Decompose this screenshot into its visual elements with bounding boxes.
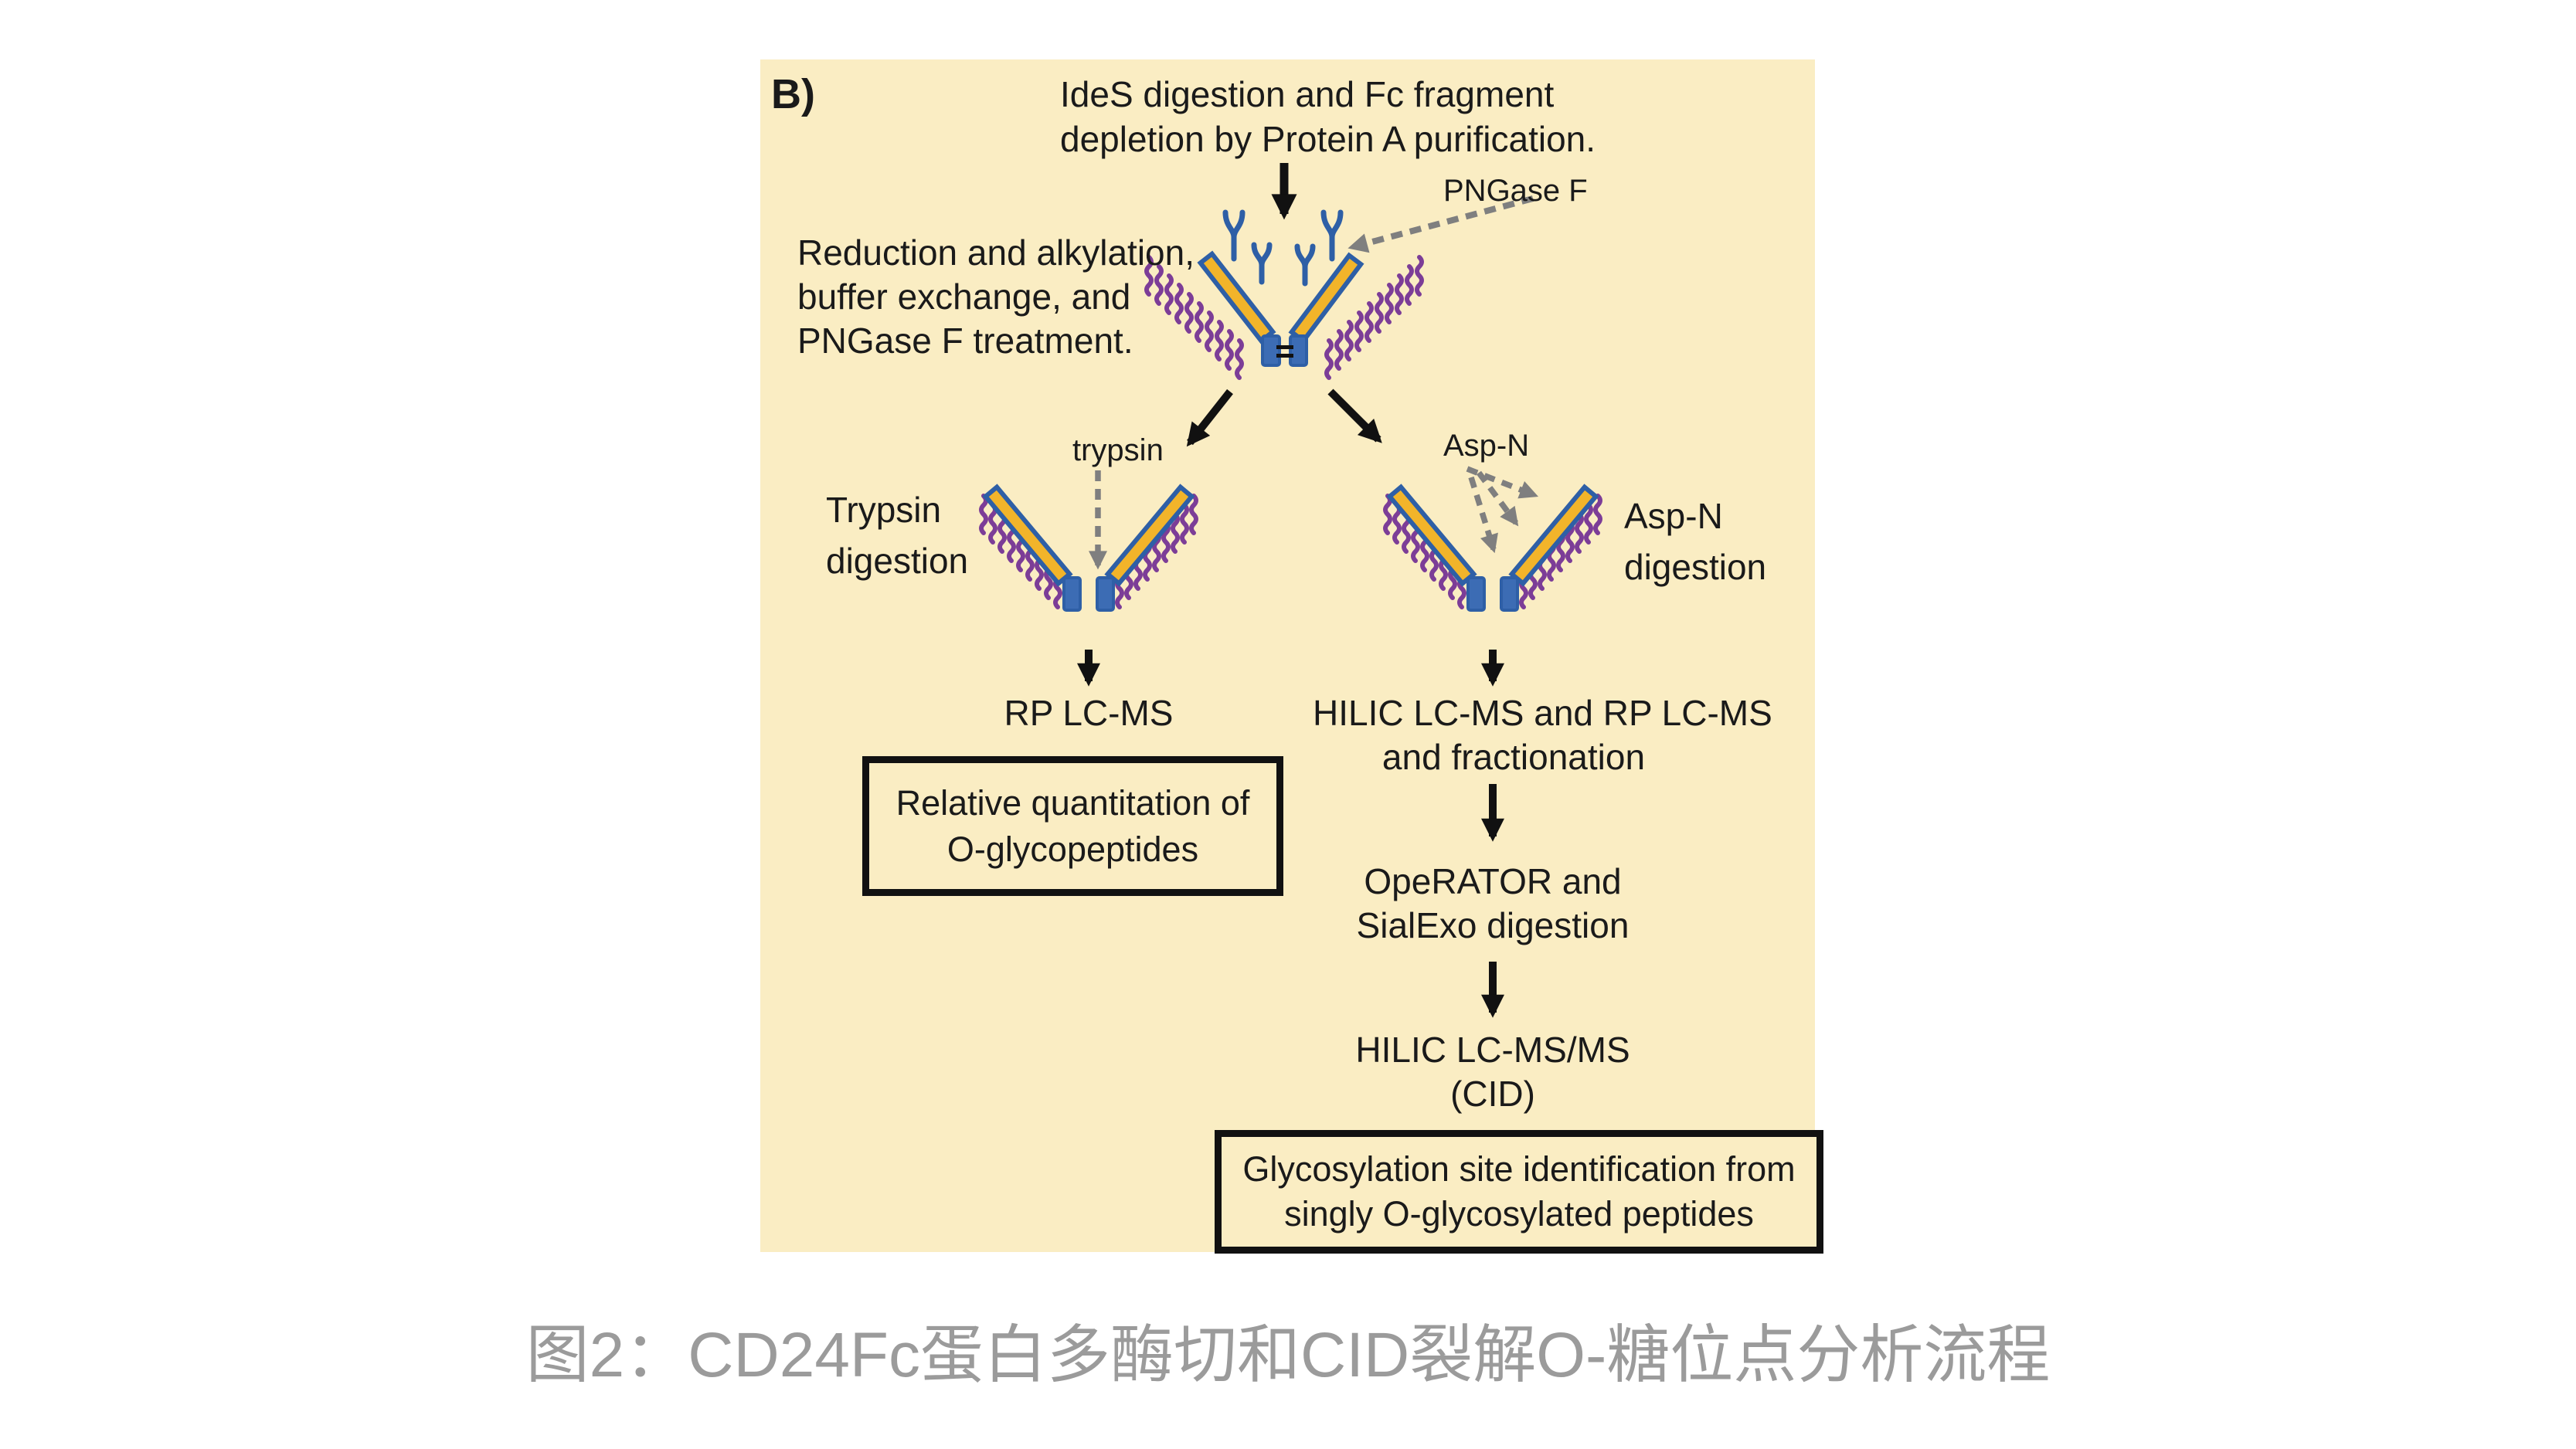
deglycosylated-molecule-right-icon	[1377, 484, 1609, 612]
fab-arms	[1197, 250, 1364, 344]
result-right-line2: singly O-glycosylated peptides	[1284, 1194, 1754, 1234]
o-glycan-squiggles-right	[1521, 496, 1600, 607]
deglycosylated-molecule-left-icon	[973, 484, 1205, 612]
hilic-rp-line1: HILIC LC-MS and RP LC-MS	[1313, 693, 1772, 733]
hinge-stems	[1466, 576, 1519, 612]
panel-label: B)	[771, 71, 815, 117]
result-left-line1: Relative quantitation of	[895, 782, 1250, 823]
step-hilic-lcmsms-cid: HILIC LC-MS/MS (CID)	[1292, 1028, 1694, 1116]
step-ides-line1: IdeS digestion and Fc fragment	[1060, 74, 1555, 114]
reduction-line3: PNGase F treatment.	[797, 321, 1133, 361]
aspn-digestion-line2: digestion	[1624, 547, 1767, 587]
hinge-stems	[1261, 334, 1308, 367]
reduction-line2: buffer exchange, and	[797, 277, 1131, 317]
arrow-aspn-dashed-3	[1468, 476, 1498, 554]
hilic-msms-line2: (CID)	[1450, 1074, 1535, 1114]
trypsin-digestion-line2: digestion	[826, 541, 969, 581]
aspn-digestion-line1: Asp-N	[1624, 496, 1723, 536]
arrow-branch-right	[1327, 389, 1382, 443]
arrow-aspn-dashed-2	[1476, 470, 1519, 527]
n-glycan-trees	[1222, 209, 1344, 287]
fab-arms	[982, 484, 1195, 587]
step-rp-lcms: RP LC-MS	[1004, 693, 1174, 733]
figure-caption: 图2：CD24Fc蛋白多酶切和CID裂解O-糖位点分析流程	[525, 1320, 2051, 1390]
step-reduction-alkylation: Reduction and alkylation, buffer exchang…	[797, 231, 1195, 363]
o-glycan-squiggles-right	[1117, 496, 1196, 607]
hilic-rp-line2: and fractionation	[1381, 737, 1646, 777]
arrow-branch-left	[1186, 389, 1233, 447]
hinge-stems	[1062, 576, 1115, 612]
reduction-line1: Reduction and alkylation,	[797, 232, 1195, 273]
operator-line1: OpeRATOR and	[1364, 861, 1622, 901]
step-ides-digestion: IdeS digestion and Fc fragment depletion…	[1060, 72, 1596, 161]
result-left-line2: O-glycopeptides	[946, 829, 1199, 869]
o-glycan-squiggles-right	[1327, 257, 1422, 378]
step-hilic-rp-lcms: HILIC LC-MS and RP LC-MS and fractionati…	[1313, 691, 1772, 779]
step-operator-sialexo: OpeRATOR and SialExo digestion	[1292, 860, 1694, 948]
trypsin-digestion-line1: Trypsin	[826, 490, 942, 530]
step-ides-line2: depletion by Protein A purification.	[1060, 119, 1596, 159]
result-box-glycosylation-site: Glycosylation site identification from s…	[1215, 1130, 1823, 1254]
disulfide-bond	[1276, 354, 1293, 358]
hilic-msms-line1: HILIC LC-MS/MS	[1355, 1030, 1630, 1070]
figure-panel-b: B) IdeS digestion and Fc fragment deplet…	[760, 59, 1823, 1254]
result-box-relative-quantitation: Relative quantitation of O-glycopeptides	[862, 756, 1283, 896]
trypsin-enzyme-label: trypsin	[1072, 433, 1164, 467]
fab-arms	[1386, 484, 1599, 587]
aspn-enzyme-label: Asp-N	[1443, 429, 1530, 463]
disulfide-bond	[1276, 345, 1293, 349]
o-glycan-squiggles-left	[981, 496, 1060, 607]
o-glycan-squiggles-left	[1385, 496, 1464, 607]
arrow-aspn-dashed-1	[1466, 466, 1539, 499]
operator-line2: SialExo digestion	[1356, 905, 1630, 945]
result-right-line1: Glycosylation site identification from	[1242, 1149, 1796, 1189]
trypsin-digestion-label: Trypsin digestion	[826, 484, 968, 586]
pngasef-enzyme-label: PNGase F	[1443, 174, 1588, 208]
aspn-digestion-label: Asp-N digestion	[1624, 490, 1766, 592]
